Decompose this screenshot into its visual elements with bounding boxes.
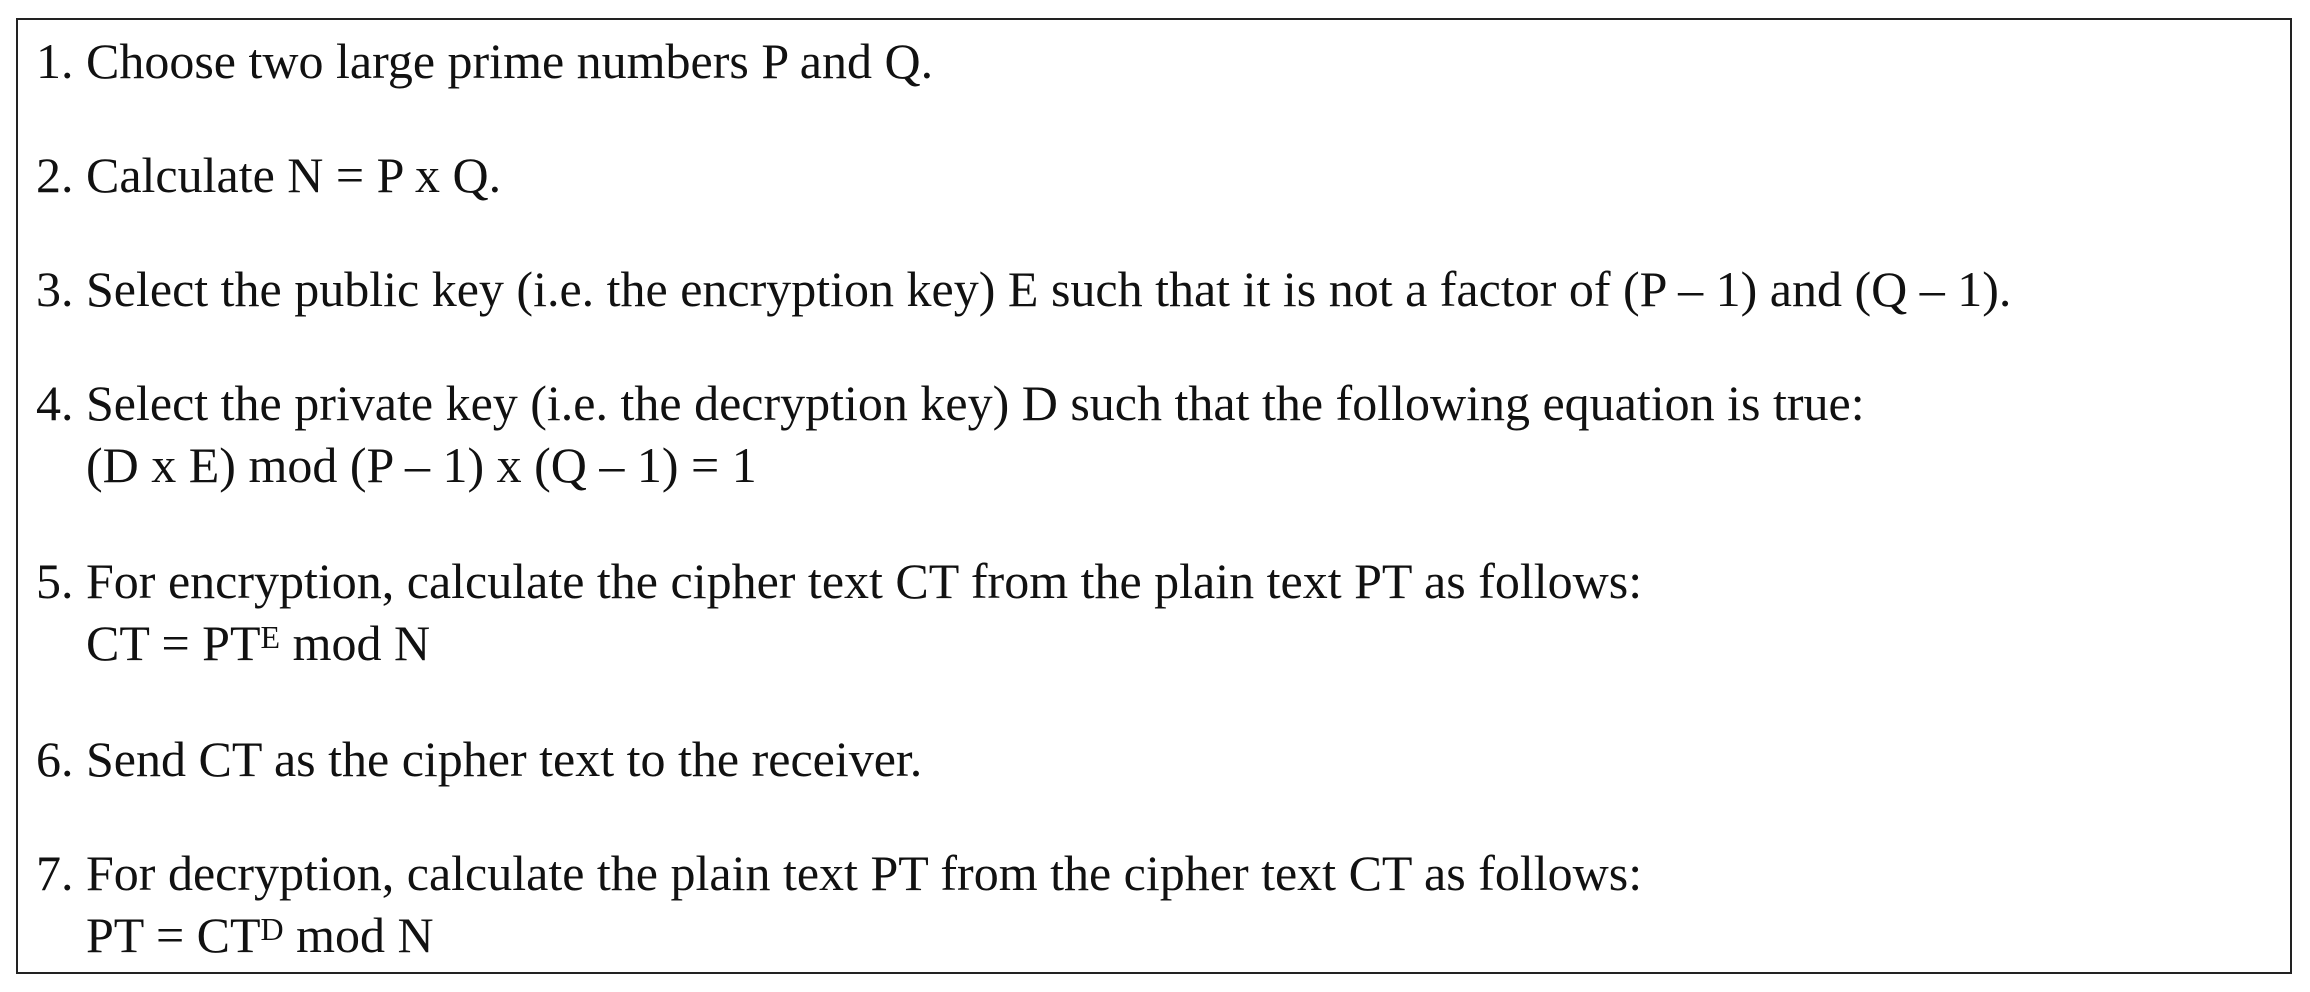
step-2: 2. Calculate N = P x Q.: [36, 144, 501, 206]
formula-base: CT = PT: [86, 615, 261, 671]
step-text: For encryption, calculate the cipher tex…: [86, 553, 1643, 609]
formula-exponent: D: [260, 911, 284, 947]
formula-tail: mod N: [283, 907, 434, 963]
step-formula: PT = CTD mod N: [36, 904, 1642, 966]
step-number: 3.: [36, 261, 74, 317]
step-4: 4. Select the private key (i.e. the decr…: [36, 372, 1865, 496]
step-formula: CT = PTE mod N: [36, 612, 1642, 674]
step-text: Calculate N = P x Q.: [86, 147, 502, 203]
step-number: 4.: [36, 375, 74, 431]
step-number: 5.: [36, 553, 74, 609]
step-3: 3. Select the public key (i.e. the encry…: [36, 258, 2011, 320]
formula-base: PT = CT: [86, 907, 261, 963]
step-1: 1. Choose two large prime numbers P and …: [36, 30, 933, 92]
formula-tail: mod N: [280, 615, 431, 671]
step-number: 7.: [36, 845, 74, 901]
step-text: Select the public key (i.e. the encrypti…: [86, 261, 2012, 317]
step-text: For decryption, calculate the plain text…: [86, 845, 1643, 901]
step-7: 7. For decryption, calculate the plain t…: [36, 842, 1642, 966]
step-text: Choose two large prime numbers P and Q.: [86, 33, 934, 89]
step-formula: (D x E) mod (P – 1) x (Q – 1) = 1: [86, 437, 757, 493]
formula-exponent: E: [260, 619, 281, 655]
step-text: Select the private key (i.e. the decrypt…: [86, 375, 1865, 431]
step-text: Send CT as the cipher text to the receiv…: [86, 731, 923, 787]
step-number: 1.: [36, 33, 74, 89]
step-6: 6. Send CT as the cipher text to the rec…: [36, 728, 922, 790]
step-number: 2.: [36, 147, 74, 203]
step-5: 5. For encryption, calculate the cipher …: [36, 550, 1642, 674]
rsa-steps-box: 1. Choose two large prime numbers P and …: [16, 18, 2292, 974]
step-number: 6.: [36, 731, 74, 787]
